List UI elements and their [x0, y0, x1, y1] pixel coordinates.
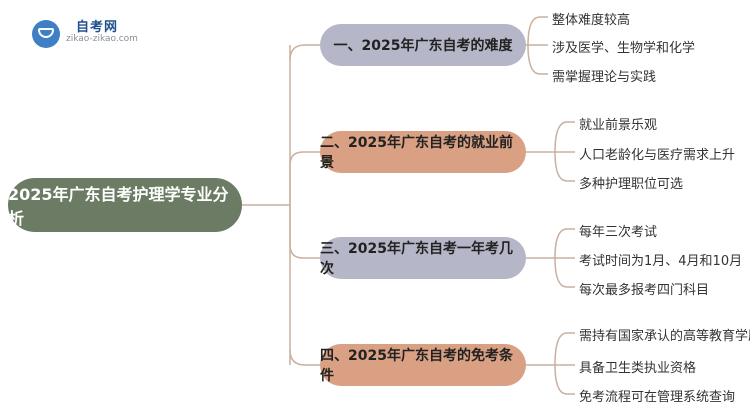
logo-name: 自考网	[76, 20, 119, 35]
leaf-connector-4	[526, 332, 575, 366]
leaf-node: 涉及医学、生物学和化学	[552, 41, 696, 56]
leaf-connector-1c	[527, 44, 548, 75]
branch-node-exemption: 四、2025年广东自考的免考条件	[320, 344, 526, 386]
branch-3-connector	[289, 205, 320, 259]
branch-1-connector	[289, 44, 320, 61]
leaf-node: 需持有国家承认的高等教育学历	[579, 329, 750, 344]
leaf-connector-1	[526, 16, 548, 46]
leaf-connector-3c	[554, 257, 575, 288]
leaf-node: 需掌握理论与实践	[552, 70, 657, 85]
branch-4-connector	[289, 349, 320, 366]
branch-node-exam-frequency: 三、2025年广东自考一年考几次	[320, 237, 526, 279]
leaf-node: 多种护理职位可选	[579, 177, 684, 192]
leaf-node: 具备卫生类执业资格	[579, 361, 697, 376]
leaf-node: 每次最多报考四门科目	[579, 283, 710, 298]
leaf-connector-3	[526, 228, 575, 259]
branch-node-employment: 二、2025年广东自考的就业前景	[320, 131, 526, 173]
leaf-connector-2	[526, 121, 575, 153]
leaf-node: 整体难度较高	[552, 13, 631, 28]
leaf-node: 人口老龄化与医疗需求上升	[579, 148, 736, 163]
logo-url: zikao-zikao.com	[66, 34, 138, 44]
leaf-node: 每年三次考试	[579, 225, 658, 240]
leaf-connector-4c	[554, 364, 575, 395]
site-logo[interactable]: 自考网 zikao-zikao.com	[32, 16, 152, 50]
leaf-node: 就业前景乐观	[579, 118, 658, 133]
branch-node-difficulty: 一、2025年广东自考的难度	[320, 24, 526, 66]
leaf-connector-2c	[554, 151, 575, 182]
leaf-node: 免考流程可在管理系统查询	[579, 390, 736, 405]
leaf-node: 考试时间为1月、4月和10月	[579, 254, 743, 269]
root-node: 2025年广东自考护理学专业分析	[8, 178, 242, 232]
graduation-cap-icon	[32, 20, 60, 48]
branch-2-connector	[289, 151, 320, 205]
